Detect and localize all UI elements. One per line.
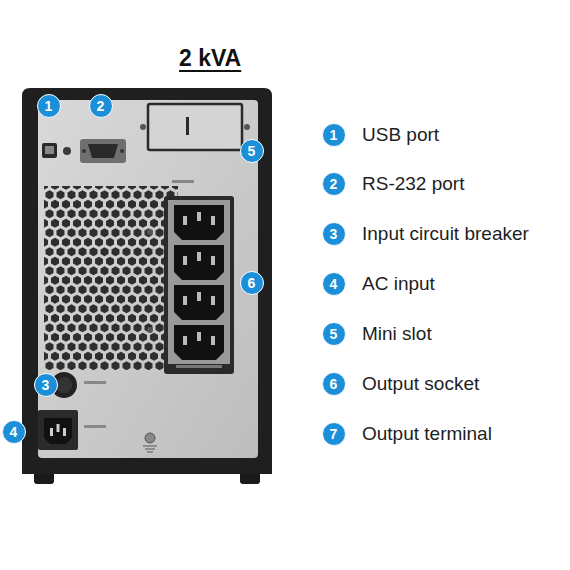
rs232-port — [88, 144, 118, 158]
callout-number: 2 — [89, 94, 113, 118]
part-name: Output terminal — [362, 422, 492, 446]
usb-port — [45, 146, 54, 154]
callout-number: 3 — [34, 373, 58, 397]
callout-number: 1 — [37, 94, 61, 118]
part-name: AC input — [362, 272, 435, 296]
callout-number: 6 — [322, 372, 346, 396]
callout-number: 4 — [2, 420, 26, 444]
callout-number: 5 — [240, 139, 264, 163]
part-name: Input circuit breaker — [362, 222, 529, 246]
usb-port — [42, 143, 57, 158]
part-name: Output socket — [362, 372, 479, 396]
part-name: Mini slot — [362, 322, 432, 346]
rear-panel — [38, 100, 258, 458]
callout-number: 6 — [240, 271, 264, 295]
output-socket — [174, 205, 224, 360]
part-name: USB port — [362, 123, 439, 147]
callout-number: 2 — [322, 172, 346, 196]
mini-slot — [186, 117, 189, 135]
housing — [22, 88, 272, 474]
output-socket — [164, 196, 234, 374]
usb-led — [63, 147, 71, 155]
part-name: RS-232 port — [362, 172, 464, 196]
rs232-port — [80, 139, 126, 163]
mini-slot — [148, 104, 242, 150]
callout-number: 4 — [322, 272, 346, 296]
callout-number: 1 — [322, 123, 346, 147]
diagram-title: 2 kVA — [179, 45, 241, 72]
callout-number: 3 — [322, 222, 346, 246]
ac-input — [38, 410, 78, 450]
callout-number: 5 — [322, 322, 346, 346]
callout-number: 7 — [322, 422, 346, 446]
output-socket — [168, 200, 230, 364]
ground-screw — [145, 433, 155, 443]
vent-grille — [44, 186, 178, 370]
